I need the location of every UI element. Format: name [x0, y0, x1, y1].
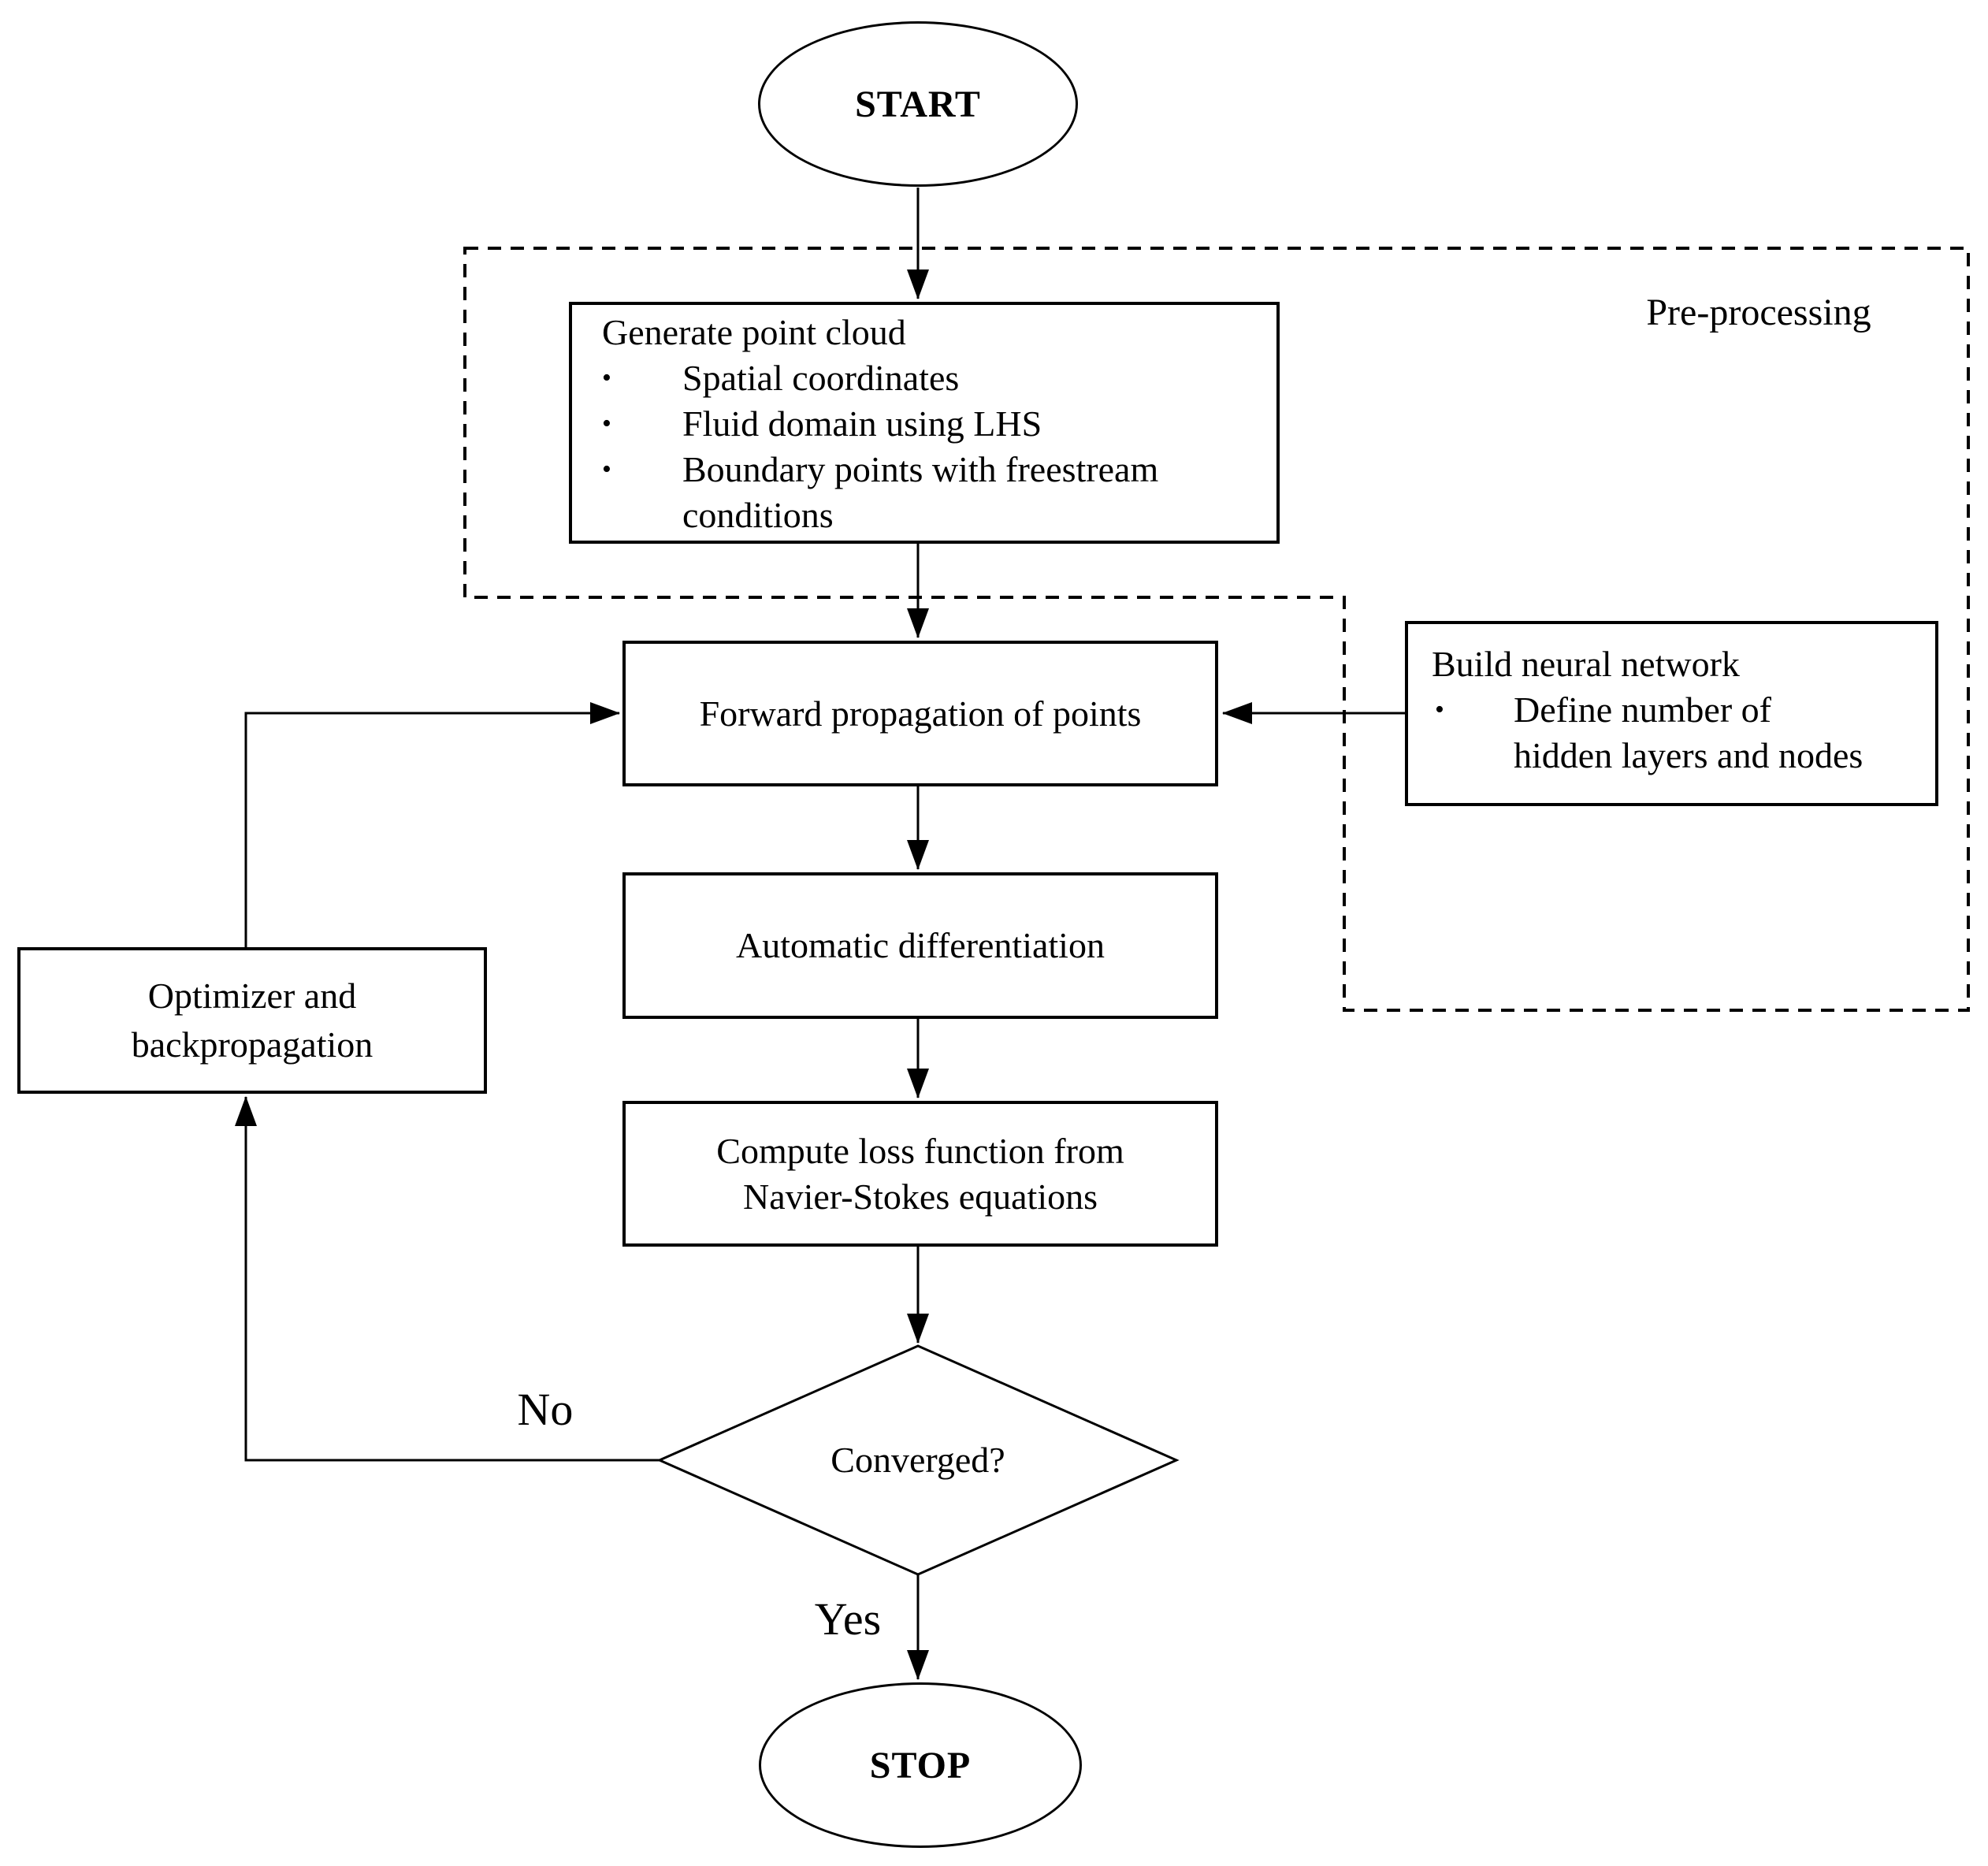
list-item: • Spatial coordinates [602, 355, 1269, 401]
build-neural-network-bullet-list: • Define number of hidden layers and nod… [1432, 687, 1927, 779]
node-optimizer-backpropagation: Optimizer and backpropagation [17, 947, 487, 1094]
bullet-icon: • [602, 455, 611, 484]
stop-label: STOP [869, 1744, 972, 1786]
list-item: • Fluid domain using LHS [602, 401, 1269, 447]
edge-label-no: No [517, 1384, 574, 1435]
preprocessing-region-dashed-border [463, 247, 1970, 1012]
node-forward-propagation: Forward propagation of points [622, 641, 1218, 786]
arrow-optimizer-to-forward [244, 702, 620, 947]
build-neural-network-title: Build neural network [1432, 644, 1740, 684]
optimizer-label: Optimizer and [147, 976, 357, 1016]
converged-label: Converged? [831, 1440, 1005, 1480]
node-stop: STOP [759, 1682, 1082, 1848]
list-item: • Boundary points with freestream condit… [602, 447, 1269, 538]
bullet-icon: • [602, 363, 611, 392]
arrow-converged-no-to-optimizer [235, 1096, 660, 1462]
bullet-text: Fluid domain using LHS [682, 403, 1042, 444]
compute-loss-label: Navier-Stokes equations [742, 1176, 1098, 1217]
node-automatic-differentiation: Automatic differentiation [622, 872, 1218, 1019]
node-compute-loss: Compute loss function from Navier-Stokes… [622, 1101, 1218, 1247]
bullet-icon: • [1435, 695, 1444, 724]
forward-propagation-label: Forward propagation of points [699, 693, 1142, 734]
bullet-text: conditions [682, 495, 834, 535]
generate-point-cloud-bullet-list: • Spatial coordinates • Fluid domain usi… [602, 355, 1269, 538]
bullet-icon: • [602, 409, 611, 438]
bullet-text: Define number of [1514, 690, 1771, 730]
generate-point-cloud-title: Generate point cloud [602, 312, 906, 352]
start-label: START [855, 83, 981, 125]
bullet-text: Spatial coordinates [682, 358, 960, 398]
edge-label-yes: Yes [814, 1593, 882, 1645]
node-build-neural-network: Build neural network • Define number of … [1405, 621, 1938, 806]
compute-loss-label: Compute loss function from [716, 1130, 1124, 1171]
automatic-differentiation-label: Automatic differentiation [736, 925, 1105, 965]
bullet-text: Boundary points with freestream [682, 449, 1159, 489]
preprocessing-region-label: Pre-processing [1646, 292, 1871, 333]
node-start: START [758, 21, 1078, 187]
optimizer-label: backpropagation [131, 1024, 373, 1065]
node-generate-point-cloud: Generate point cloud • Spatial coordinat… [569, 302, 1280, 544]
node-converged-decision: Converged? [660, 1346, 1176, 1574]
bullet-text: hidden layers and nodes [1514, 735, 1864, 775]
list-item: • Define number of hidden layers and nod… [1432, 687, 1927, 779]
